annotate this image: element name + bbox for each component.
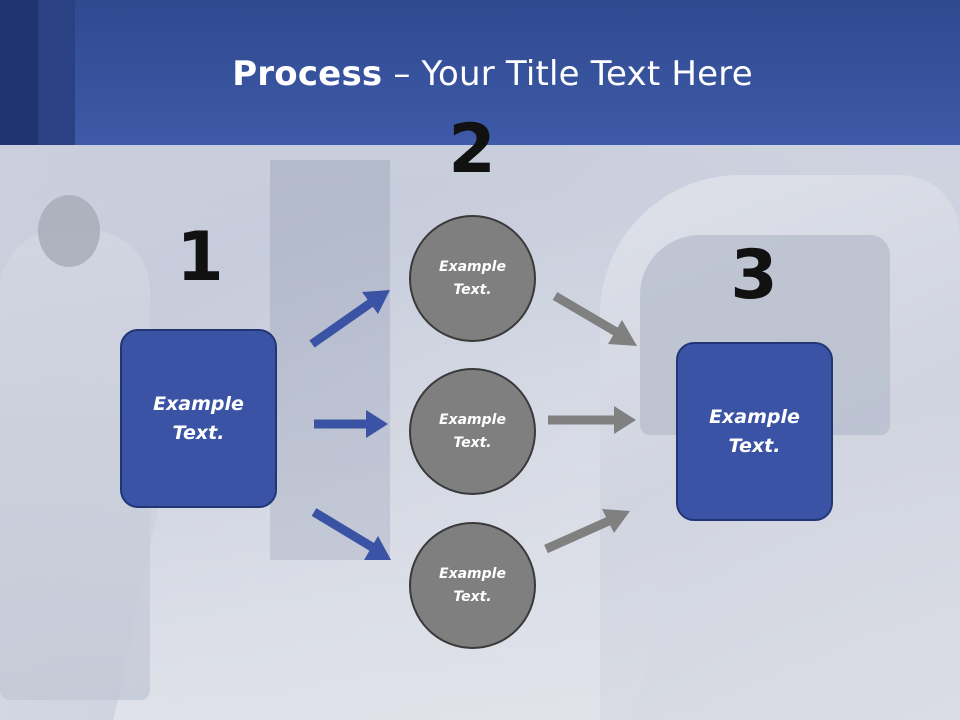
background-worker-head bbox=[38, 195, 100, 267]
gray-arrow-right[interactable] bbox=[548, 406, 636, 434]
step3-box[interactable]: Example Text. bbox=[676, 342, 833, 521]
header-accent-mid bbox=[38, 0, 75, 145]
circle-top-text: Example Text. bbox=[439, 258, 506, 298]
step-number-2[interactable]: 2 bbox=[448, 110, 496, 189]
step2-circle-top[interactable]: Example Text. bbox=[409, 215, 536, 342]
step2-circle-middle[interactable]: Example Text. bbox=[409, 368, 536, 495]
slide-title[interactable]: Process – Your Title Text Here bbox=[0, 54, 960, 94]
title-bar: Process – Your Title Text Here bbox=[0, 0, 960, 145]
step2-circle-bottom[interactable]: Example Text. bbox=[409, 522, 536, 649]
header-accent-dark bbox=[0, 0, 38, 145]
step3-box-text: Example Text. bbox=[709, 405, 800, 457]
gray-arrow-up[interactable] bbox=[544, 509, 630, 554]
title-bold-word: Process bbox=[232, 54, 383, 94]
circle-bottom-text: Example Text. bbox=[439, 565, 506, 605]
step1-box[interactable]: Example Text. bbox=[120, 329, 277, 508]
blue-arrow-up[interactable] bbox=[309, 290, 390, 348]
step-number-1[interactable]: 1 bbox=[176, 218, 224, 297]
blue-arrow-down[interactable] bbox=[311, 508, 391, 560]
step1-box-text: Example Text. bbox=[153, 392, 244, 444]
gray-arrow-down[interactable] bbox=[552, 292, 637, 346]
circle-middle-text: Example Text. bbox=[439, 411, 506, 451]
background-assembly-rig bbox=[270, 160, 390, 560]
title-rest: – Your Title Text Here bbox=[382, 54, 753, 94]
step-number-3[interactable]: 3 bbox=[730, 236, 778, 315]
blue-arrow-right[interactable] bbox=[314, 410, 388, 438]
